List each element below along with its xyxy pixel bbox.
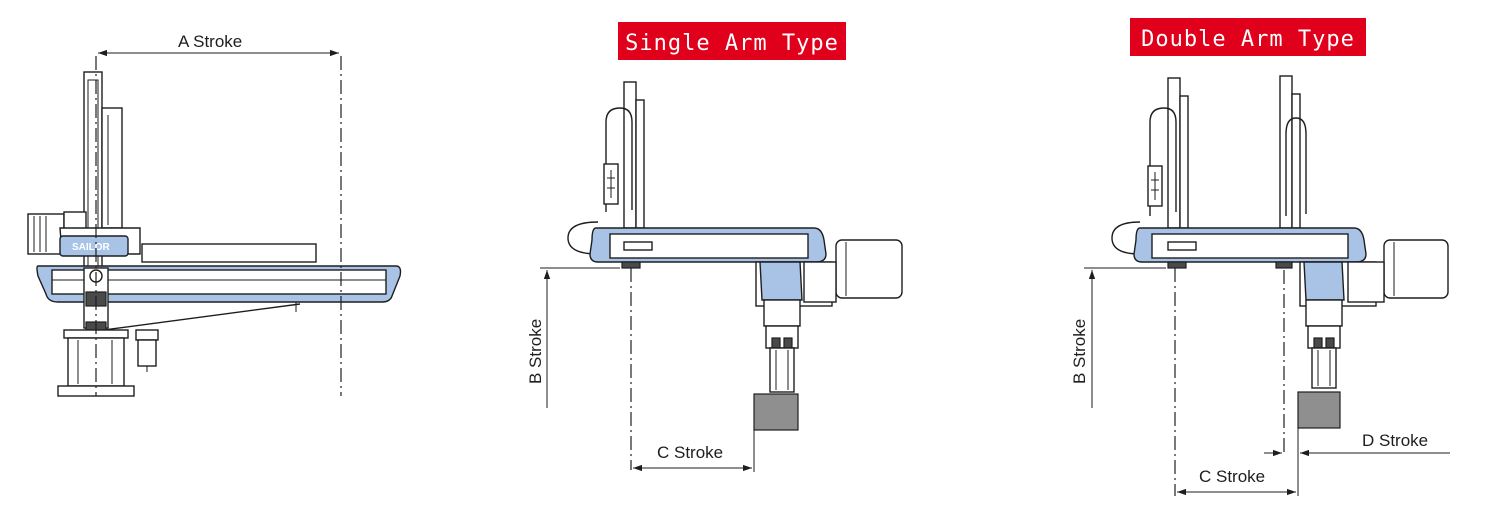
double-b-stroke-label: B Stroke [1070, 319, 1089, 384]
air-regulator [137, 339, 157, 367]
d-stroke-label: D Stroke [1362, 431, 1428, 450]
single-arm-badge [618, 22, 846, 60]
single-carriage [759, 261, 803, 301]
support-strut [103, 300, 301, 331]
double-cable-loop-1 [1149, 107, 1177, 216]
vertical-mast [83, 71, 103, 293]
single-arm-title: Single Arm Type [625, 31, 839, 56]
single-cable-loop [605, 107, 633, 212]
single-mast [623, 81, 637, 229]
single-end-effector [753, 393, 799, 431]
single-side-hose [567, 221, 599, 255]
double-arm-badge [1130, 18, 1366, 56]
single-c-stroke-label: C Stroke [657, 443, 723, 462]
single-arm-view: Single Arm Type B Stroke [526, 22, 903, 472]
double-arm-title: Double Arm Type [1141, 27, 1355, 52]
upper-cover [141, 243, 317, 263]
a-stroke-label: A Stroke [178, 32, 242, 51]
single-b-stroke-label: B Stroke [526, 319, 545, 384]
double-carriage [1303, 261, 1345, 301]
double-cable-loop-2 [1285, 117, 1307, 216]
sailor-logo-plate [59, 235, 129, 257]
double-arm-view: Double Arm Type [1070, 18, 1450, 496]
double-c-stroke-label: C Stroke [1199, 467, 1265, 486]
side-view-robot: SAILOR A Stroke [27, 32, 402, 397]
double-end-effector [1297, 391, 1341, 429]
double-mast-1 [1167, 77, 1181, 229]
double-vertical-arm [1307, 325, 1341, 349]
mast-guide [101, 107, 123, 229]
single-vertical-arm [765, 325, 799, 349]
double-side-hose [1111, 221, 1141, 255]
logo-text: SAILOR [72, 242, 111, 253]
